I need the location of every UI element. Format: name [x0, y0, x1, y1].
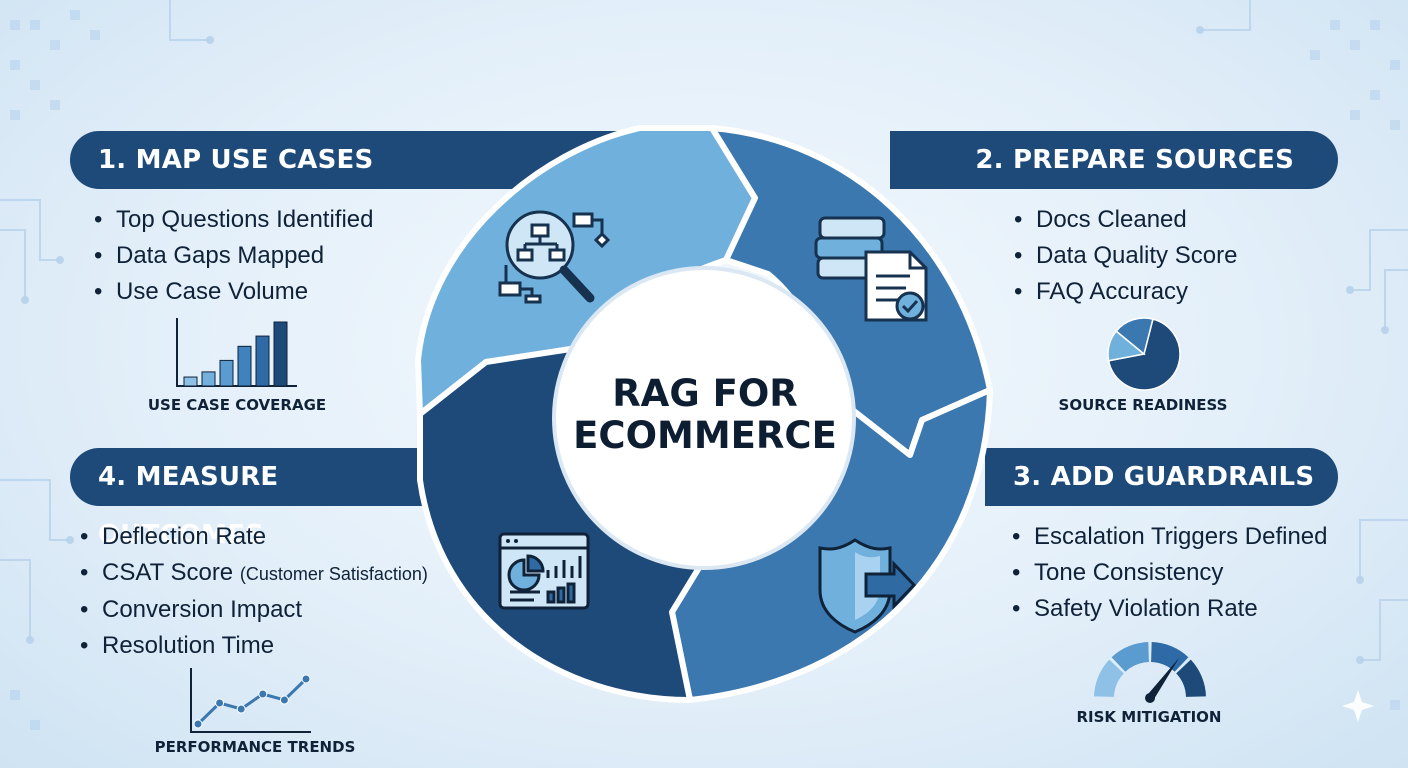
list-item: CSAT Score (Customer Satisfaction)	[80, 555, 428, 592]
list-item: FAQ Accuracy	[1014, 274, 1237, 310]
documents-check-icon	[814, 216, 928, 322]
list-item-note: (Customer Satisfaction)	[239, 564, 428, 584]
bar	[201, 371, 216, 387]
bar	[237, 345, 252, 387]
performance-trends-line-chart	[190, 668, 311, 733]
pie-slice	[1115, 317, 1154, 356]
source-readiness-pie-chart	[1107, 317, 1181, 391]
step-4-banner: 4. MEASURE OUTCOMES	[70, 448, 426, 550]
step-2-list: Docs Cleaned Data Quality Score FAQ Accu…	[1014, 202, 1237, 310]
list-item: Data Gaps Mapped	[94, 238, 374, 274]
trend-point	[215, 698, 225, 708]
list-item: Conversion Impact	[80, 592, 428, 628]
center-title: RAG FOR ECOMMERCE	[573, 372, 837, 457]
gauge-needle	[1146, 657, 1180, 701]
bar	[273, 321, 288, 387]
step-1-list: Top Questions Identified Data Gaps Mappe…	[94, 202, 374, 310]
trend-point	[279, 695, 289, 705]
magnifier-flowchart-icon	[498, 210, 611, 304]
gauge-segment	[1094, 659, 1124, 697]
source-readiness-caption: SOURCE READINESS	[1058, 396, 1228, 414]
step-3-banner: 3. ADD GUARDRAILS	[985, 448, 1338, 506]
ring-segments	[415, 125, 993, 703]
trend-point	[301, 674, 311, 684]
gauge-group	[1094, 642, 1206, 703]
performance-trends-caption: PERFORMANCE TRENDS	[154, 738, 356, 756]
list-item: Tone Consistency	[1012, 555, 1327, 591]
trend-point	[193, 719, 203, 729]
list-item: Resolution Time	[80, 628, 428, 664]
gauge-segment	[1111, 642, 1149, 672]
dashboard-icon	[498, 532, 590, 610]
risk-mitigation-gauge	[1094, 642, 1206, 703]
bar-group	[183, 321, 288, 387]
trend-point	[236, 704, 246, 714]
trend-point	[258, 689, 268, 699]
list-item: Data Quality Score	[1014, 238, 1237, 274]
list-item: Deflection Rate	[80, 519, 428, 555]
shield-arrow-icon	[818, 538, 917, 634]
gauge-segment	[1176, 659, 1206, 697]
step-4-list: Deflection Rate CSAT Score (Customer Sat…	[80, 519, 428, 664]
list-item: Top Questions Identified	[94, 202, 374, 238]
list-item: Use Case Volume	[94, 274, 374, 310]
gauge-segment	[1151, 642, 1189, 672]
list-item: Escalation Triggers Defined	[1012, 519, 1327, 555]
list-item: Safety Violation Rate	[1012, 591, 1327, 627]
gauge-hub	[1145, 693, 1155, 703]
pie-group	[1107, 317, 1181, 391]
step-3-list: Escalation Triggers Defined Tone Consist…	[1012, 519, 1327, 627]
bar	[219, 359, 234, 387]
list-item-text: CSAT Score	[102, 559, 234, 586]
bar	[183, 376, 198, 387]
step-2-banner: 2. PREPARE SOURCES	[890, 131, 1338, 189]
trend-line	[196, 677, 308, 726]
bar	[255, 335, 270, 387]
line-group	[193, 674, 311, 729]
list-item: Docs Cleaned	[1014, 202, 1237, 238]
center-hub	[552, 266, 856, 570]
risk-mitigation-caption: RISK MITIGATION	[1076, 708, 1222, 726]
line-chart-axes	[190, 668, 311, 733]
use-case-coverage-caption: USE CASE COVERAGE	[147, 396, 327, 414]
use-case-coverage-bar-chart	[176, 318, 297, 387]
